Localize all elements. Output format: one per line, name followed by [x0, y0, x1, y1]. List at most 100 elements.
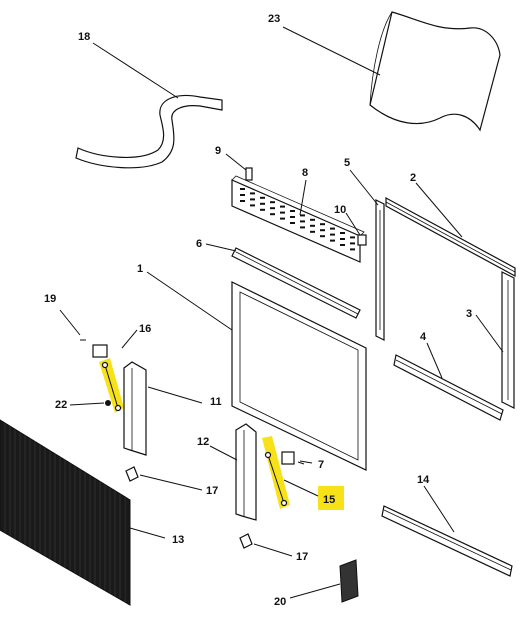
perforation-slot — [340, 232, 345, 234]
callout-7: 7 — [318, 459, 324, 471]
part-13-mesh-panel — [0, 419, 131, 606]
leader-15 — [283, 479, 319, 497]
leader-14 — [423, 485, 455, 533]
callout-22: 22 — [55, 399, 67, 411]
leader-8 — [299, 179, 307, 216]
leader-11 — [147, 386, 203, 404]
perforation-slot — [350, 236, 355, 239]
perforation-slot — [260, 202, 265, 205]
part-23-sheet — [369, 11, 501, 132]
perforation-slot — [340, 238, 345, 240]
perforation-slot — [270, 213, 275, 216]
leader-4 — [426, 342, 443, 379]
callout-17b: 17 — [296, 551, 308, 563]
callout-2: 2 — [410, 172, 416, 184]
highlight-callout-15 — [318, 486, 344, 510]
part-6-channel — [231, 247, 361, 319]
leader-10 — [345, 212, 361, 236]
part-5-vertical-rail — [375, 199, 385, 341]
perforation-slot — [270, 201, 275, 204]
leader-20 — [289, 583, 341, 599]
leader-16 — [121, 329, 138, 349]
perforation-slot — [260, 208, 265, 211]
part-14-bottom-angle — [381, 505, 513, 577]
perforation-slot — [250, 204, 255, 207]
leader-23 — [282, 26, 381, 76]
highlight-center-strut — [262, 436, 290, 509]
part-7-hinge — [281, 451, 305, 465]
perforation-slot — [240, 188, 245, 190]
part-left-strut — [101, 361, 122, 412]
perforation-slot — [330, 227, 335, 230]
leader-7 — [299, 460, 313, 464]
leader-5 — [349, 169, 379, 206]
leader-19 — [59, 309, 81, 336]
part-18-strip — [75, 94, 223, 169]
perforation-slot — [300, 220, 305, 223]
perforation-slot — [250, 192, 255, 195]
part-12-post — [235, 423, 257, 521]
perforation-slot — [280, 217, 285, 220]
perforation-slot — [310, 218, 315, 221]
part-9-clip — [245, 167, 253, 181]
perforation-slot — [260, 196, 265, 199]
callout-8: 8 — [302, 167, 308, 179]
leader-13 — [129, 527, 166, 539]
perforation-slot — [280, 205, 285, 208]
leader-17b — [253, 543, 293, 557]
callout-14: 14 — [417, 474, 430, 486]
callout-17a: 17 — [206, 485, 218, 497]
callout-13: 13 — [172, 534, 184, 546]
callout-3: 3 — [466, 308, 472, 320]
callout-4: 4 — [420, 331, 427, 343]
callout-18: 18 — [78, 31, 90, 43]
perforation-slot — [290, 210, 295, 212]
perforation-slot — [310, 224, 315, 227]
perforation-slot — [320, 223, 325, 226]
part-11-post — [123, 361, 147, 456]
leader-22 — [69, 402, 105, 406]
leader-12 — [209, 445, 238, 461]
perforation-slot — [270, 207, 275, 210]
callout-5: 5 — [344, 157, 350, 169]
perforation-slot — [310, 230, 315, 233]
callout-15: 15 — [323, 494, 335, 506]
leader-3 — [475, 314, 504, 353]
part-3-right-rail — [501, 271, 515, 409]
perforation-slot — [330, 239, 335, 242]
part-22-fastener — [105, 400, 111, 406]
leader-18 — [92, 42, 179, 99]
callout-11: 11 — [210, 396, 222, 408]
leader-1 — [146, 271, 233, 331]
part-10-bracket — [357, 234, 367, 246]
perforation-slot — [240, 194, 245, 196]
perforation-slot — [290, 222, 295, 224]
part-4-bottom-rail — [393, 354, 504, 421]
perforation-slot — [290, 216, 295, 218]
leader-2 — [415, 182, 463, 238]
part-17-foot-bottom — [239, 533, 253, 549]
perforation-slot — [240, 200, 245, 202]
perforation-slot — [350, 242, 355, 245]
leader-9 — [225, 153, 247, 171]
callout-16: 16 — [139, 323, 151, 335]
callout-12: 12 — [197, 436, 209, 448]
perforation-slot — [300, 214, 305, 217]
callout-19: 19 — [44, 293, 56, 305]
callout-20: 20 — [274, 596, 286, 608]
perforation-slot — [330, 233, 335, 236]
perforation-slot — [300, 226, 305, 229]
part-20-label-card — [339, 559, 359, 603]
callout-23: 23 — [268, 13, 280, 25]
part-16-hinge-plate — [92, 344, 108, 358]
perforation-slot — [340, 244, 345, 246]
callout-9: 9 — [215, 145, 221, 157]
part-8-perforated-bracket — [231, 175, 365, 263]
part-2-top-rail — [385, 196, 516, 278]
callout-1: 1 — [137, 263, 143, 275]
part-1-frame — [231, 281, 367, 471]
part-17-foot-left — [125, 466, 139, 482]
callout-6: 6 — [196, 238, 202, 250]
perforation-slot — [250, 198, 255, 201]
